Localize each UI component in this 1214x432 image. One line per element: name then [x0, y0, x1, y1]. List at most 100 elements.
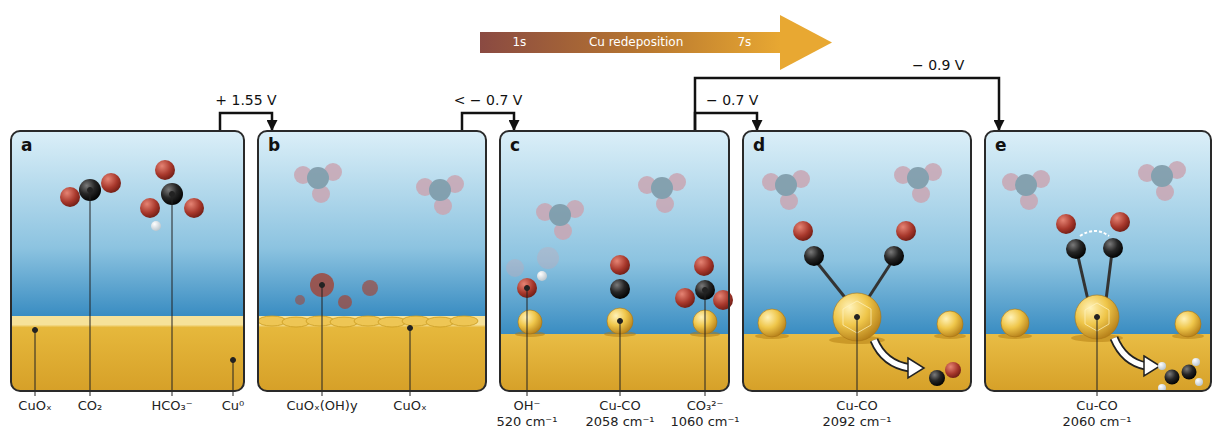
- bicarbonate-molecule: [140, 198, 160, 218]
- adsorbed-co: [793, 221, 916, 266]
- adsorbed-co: [1066, 239, 1086, 259]
- leader-line: [410, 328, 411, 396]
- copper-nanoparticle: [1077, 252, 1088, 300]
- leader-line: [525, 286, 530, 291]
- leader-line: [33, 188, 1100, 397]
- water-molecule: [506, 259, 524, 277]
- water-molecule: [894, 163, 942, 203]
- leader-line: [527, 288, 528, 396]
- species-label: CuOₓ: [393, 398, 426, 413]
- leader-line: [1097, 317, 1098, 396]
- redeposition-arrow: [480, 15, 832, 70]
- water-molecule: [294, 163, 342, 203]
- leader-line: [33, 328, 38, 333]
- panel-letter: b: [268, 135, 280, 155]
- potential-arrow: [462, 113, 514, 130]
- hydroxide-ion: [517, 271, 547, 298]
- oxide-layer: [330, 317, 358, 327]
- time-label: Cu redeposition: [589, 35, 683, 50]
- species-label: 2060 cm⁻¹: [1062, 414, 1131, 429]
- panel-fill: [985, 131, 1211, 391]
- copper-nanoparticle: [1001, 309, 1029, 337]
- water-molecule: [506, 173, 686, 277]
- oxide-layer: [282, 317, 310, 327]
- leader-line: [172, 194, 173, 396]
- redeposition-arrow: [780, 15, 832, 70]
- water-molecule: [416, 175, 464, 215]
- redeposition-arrow: [480, 32, 782, 53]
- copper-nanoparticle: [758, 309, 786, 337]
- panel-box: d: [742, 130, 972, 392]
- adsorbed-co: [1056, 212, 1130, 259]
- water-molecule: [762, 163, 942, 210]
- species-label: HCO₃⁻: [151, 398, 192, 413]
- time-label: 1s: [512, 35, 526, 50]
- oxide-layer: [402, 316, 430, 326]
- panel-letter: a: [21, 135, 32, 155]
- adsorbed-co: [804, 246, 824, 266]
- species-label: 2058 cm⁻¹: [585, 414, 654, 429]
- potential-arrow: [695, 78, 999, 130]
- co-product: [929, 370, 945, 386]
- species-label: 520 cm⁻¹: [497, 414, 558, 429]
- bicarbonate-molecule: [151, 221, 161, 231]
- leader-line: [170, 192, 175, 197]
- copper-nanoparticle: [937, 311, 963, 337]
- species-label: CO₂: [78, 398, 103, 413]
- adsorbed-co: [896, 221, 916, 241]
- species-label: CuOₓ(OH)y: [286, 398, 357, 413]
- carbonate-ion: [675, 288, 695, 308]
- leader-line: [320, 283, 325, 288]
- panel-box: b: [257, 130, 487, 392]
- species-label: Cu-CO: [599, 398, 640, 413]
- leader-line: [408, 326, 413, 331]
- release-arrow: [1114, 338, 1160, 376]
- panel-box: e: [984, 130, 1212, 392]
- co2-molecule: [101, 173, 121, 193]
- dissolving-copper: [295, 295, 305, 305]
- carbonate-ion: [694, 256, 714, 276]
- panel-box: c: [499, 130, 730, 392]
- leader-line: [618, 319, 623, 324]
- ethylene-product: [1158, 362, 1166, 370]
- leader-line: [231, 358, 236, 363]
- panel-letter: e: [995, 135, 1007, 155]
- adsorbed-co: [1080, 231, 1109, 236]
- release-arrow: [908, 358, 924, 378]
- oxide-layer: [258, 316, 478, 327]
- species-label: Cu-CO: [1076, 398, 1117, 413]
- panel-box: a: [10, 130, 245, 392]
- species-label: 1060 cm⁻¹: [670, 414, 739, 429]
- water-molecule: [1002, 161, 1186, 210]
- leader-line: [855, 315, 860, 320]
- panel-fill: [11, 131, 244, 391]
- co-product: [945, 362, 961, 378]
- adsorbed-co: [610, 255, 630, 299]
- species-label: Cu⁰: [222, 398, 245, 413]
- water-molecule: [536, 200, 584, 240]
- copper-nanoparticle: [867, 260, 893, 300]
- bicarbonate-molecule: [155, 160, 175, 180]
- carbonate-ion: [713, 290, 733, 310]
- potential-label: − 0.9 V: [909, 57, 967, 74]
- carbonate-ion: [675, 256, 733, 310]
- potential-label: < − 0.7 V: [451, 92, 526, 109]
- water-molecule: [294, 163, 464, 215]
- leader-line: [35, 330, 36, 396]
- oxide-layer: [354, 316, 382, 326]
- adsorbed-co: [610, 255, 630, 275]
- release-arrow: [874, 340, 910, 368]
- panel-fill: [258, 131, 486, 391]
- potential-label: − 0.7 V: [703, 92, 761, 109]
- water-molecule: [537, 247, 559, 269]
- leader-line: [88, 188, 93, 193]
- dissolving-copper: [362, 280, 378, 296]
- copper-nanoparticle: [515, 308, 720, 337]
- potential-arrow: [220, 113, 272, 130]
- leader-line: [620, 321, 621, 396]
- oxide-layer: [258, 316, 286, 326]
- oxide-layer: [426, 317, 454, 327]
- copper-nanoparticle: [1175, 311, 1201, 337]
